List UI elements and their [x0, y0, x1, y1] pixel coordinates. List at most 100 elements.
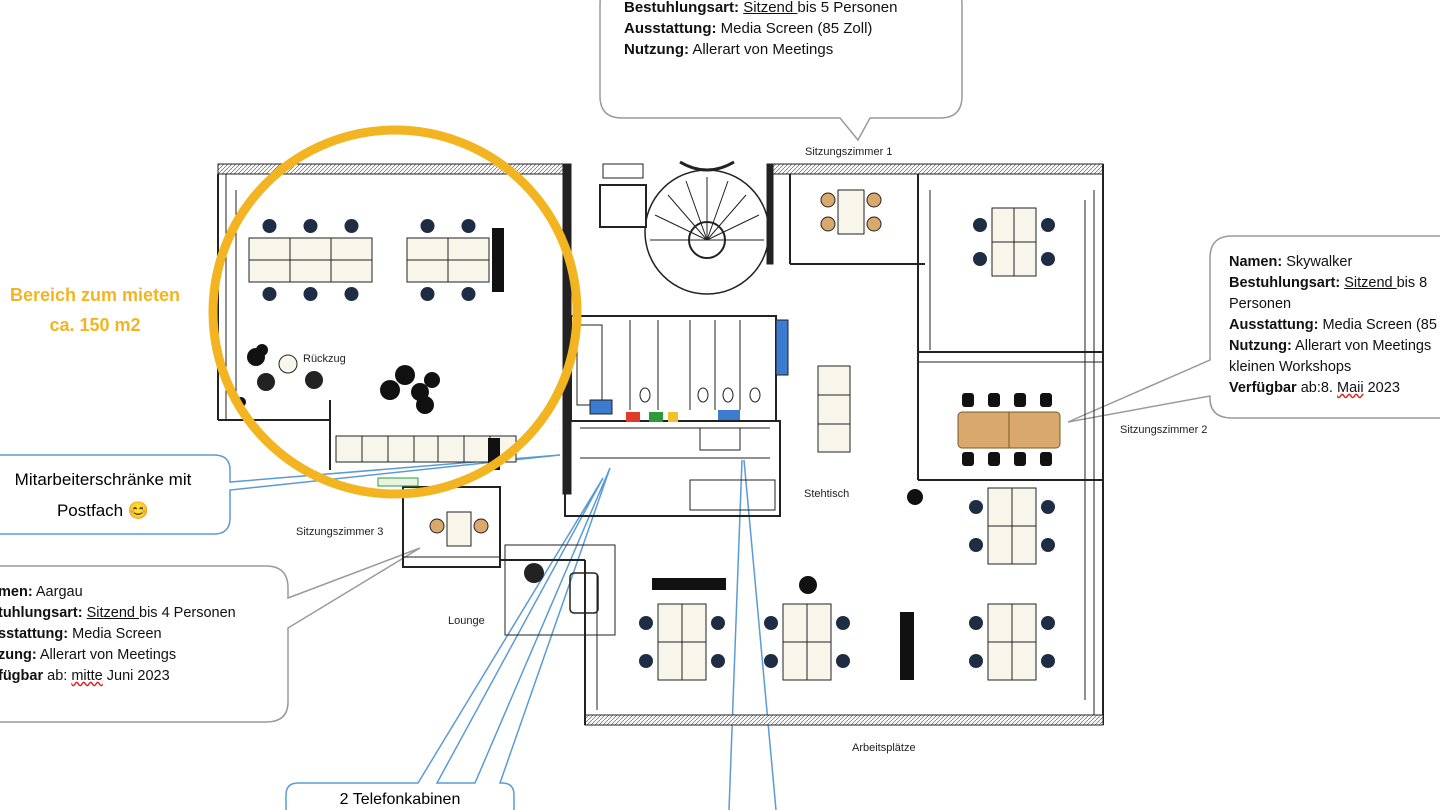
bin-green — [649, 412, 663, 422]
chair — [969, 538, 983, 552]
bin-blue-3 — [775, 319, 789, 376]
chair — [1040, 393, 1052, 407]
room-label-sitzungszimmer-3: Sitzungszimmer 3 — [296, 526, 384, 538]
meeting-table-sz1 — [837, 189, 865, 235]
desk — [335, 435, 363, 463]
chair — [420, 219, 435, 233]
callout-left-equipment-label: sstattung: — [0, 626, 69, 642]
smiley-icon: 😊 — [127, 501, 150, 520]
chair — [1041, 252, 1055, 266]
chair — [969, 616, 983, 630]
callout-top-usage-label: Nutzung: — [624, 41, 689, 58]
bin-blue-2 — [718, 410, 740, 420]
chair — [866, 216, 882, 232]
callout-top-seating-label: Bestuhlungsart: — [624, 0, 740, 16]
desk — [1011, 603, 1037, 643]
lockers-strip — [377, 477, 419, 487]
callout-right-bubble — [1067, 235, 1440, 423]
chair — [1041, 538, 1055, 552]
desk — [406, 237, 449, 261]
callout-left-available-prefix: ab: — [43, 668, 72, 684]
desk — [289, 259, 332, 283]
chair — [764, 616, 778, 630]
chair — [836, 654, 850, 668]
desk — [806, 641, 832, 681]
desk — [447, 237, 490, 261]
chair — [988, 452, 1000, 466]
desk — [987, 525, 1013, 565]
desk — [330, 237, 373, 261]
callout-lockers-line2: Postfach — [56, 501, 124, 520]
callout-right-usage-label: Nutzung: — [1229, 338, 1292, 354]
retreat-table — [278, 354, 298, 374]
callout-right-usage-value2: kleinen Workshops — [1229, 359, 1352, 375]
callout-left-name-value: Aargau — [35, 584, 83, 600]
rental-area-line1: Bereich zum mieten — [9, 285, 181, 305]
desk — [437, 435, 465, 463]
callout-left-text: men: Aargau tuhlungsart: Sitzend bis 4 P… — [0, 582, 236, 687]
callout-left-seating-underlined: Sitzend — [86, 605, 140, 621]
callout-phone-line1: 2 Telefonkabinen — [339, 791, 461, 808]
callout-right-available-prefix: ab:8. — [1296, 380, 1337, 396]
callout-left-available-underlined: mitte — [71, 668, 103, 684]
callout-lockers-line1: Mitarbeiterschränke mit — [14, 470, 192, 489]
chair — [262, 287, 277, 301]
desk — [1013, 241, 1037, 277]
desk — [413, 435, 441, 463]
chair — [1014, 393, 1026, 407]
rental-area-circle — [208, 125, 582, 499]
callout-right-text: Namen: Skywalker Bestuhlungsart: Sitzend… — [1229, 252, 1437, 399]
callout-right-equipment-label: Ausstattung: — [1229, 317, 1319, 333]
chair — [1041, 500, 1055, 514]
chair — [973, 252, 987, 266]
building-walls — [217, 163, 1104, 726]
callout-right-usage-value: Allerart von Meetings — [1295, 338, 1432, 354]
elevator-door — [602, 163, 644, 179]
rental-area-label: Bereich zum mieten ca. 150 m2 — [0, 280, 200, 340]
chair — [1041, 654, 1055, 668]
chair — [962, 452, 974, 466]
chair — [836, 616, 850, 630]
desk — [1011, 525, 1037, 565]
room-label-stehtisch: Stehtisch — [804, 488, 850, 500]
callout-lockers-text: Mitarbeiterschränke mit Postfach 😊 — [0, 464, 218, 526]
armchair — [257, 373, 275, 391]
desk — [387, 435, 415, 463]
callout-left-usage-label: zung: — [0, 647, 37, 663]
desk — [248, 259, 291, 283]
desk — [681, 641, 707, 681]
chair — [973, 218, 987, 232]
washrooms — [576, 320, 761, 410]
desk — [782, 603, 808, 643]
desk-clusters — [248, 192, 1055, 681]
callout-phone-box — [285, 467, 611, 810]
callout-right-seating-underlined: Sitzend — [1344, 275, 1397, 291]
armchair — [524, 563, 544, 583]
callout-right-available-label: Verfügbar — [1229, 380, 1297, 396]
chair — [420, 287, 435, 301]
chair — [344, 287, 359, 301]
room-label-rueckzug: Rückzug — [303, 353, 346, 365]
callout-right-seating-label: Bestuhlungsart: — [1229, 275, 1341, 291]
desk — [447, 259, 490, 283]
callout-top-equipment-value: Media Screen (85 Zoll) — [720, 20, 873, 37]
chair — [473, 518, 489, 534]
chair — [461, 219, 476, 233]
callout-right-name-value: Skywalker — [1286, 254, 1353, 270]
chair — [429, 518, 445, 534]
callout-left-bubble — [0, 547, 421, 723]
desk — [657, 603, 683, 643]
room-label-lounge: Lounge — [448, 615, 485, 627]
chair — [988, 393, 1000, 407]
desk — [406, 259, 449, 283]
desk — [657, 641, 683, 681]
bin-red — [626, 412, 640, 422]
pointer-line-kitchen-a — [728, 459, 743, 810]
spiral-staircase — [644, 150, 770, 295]
callout-left-available-suffix: Juni 2023 — [102, 668, 170, 684]
chair — [303, 287, 318, 301]
callout-top-bubble — [599, 0, 963, 142]
chair — [820, 192, 836, 208]
callout-right-equipment-value: Media Screen (85 — [1322, 317, 1437, 333]
